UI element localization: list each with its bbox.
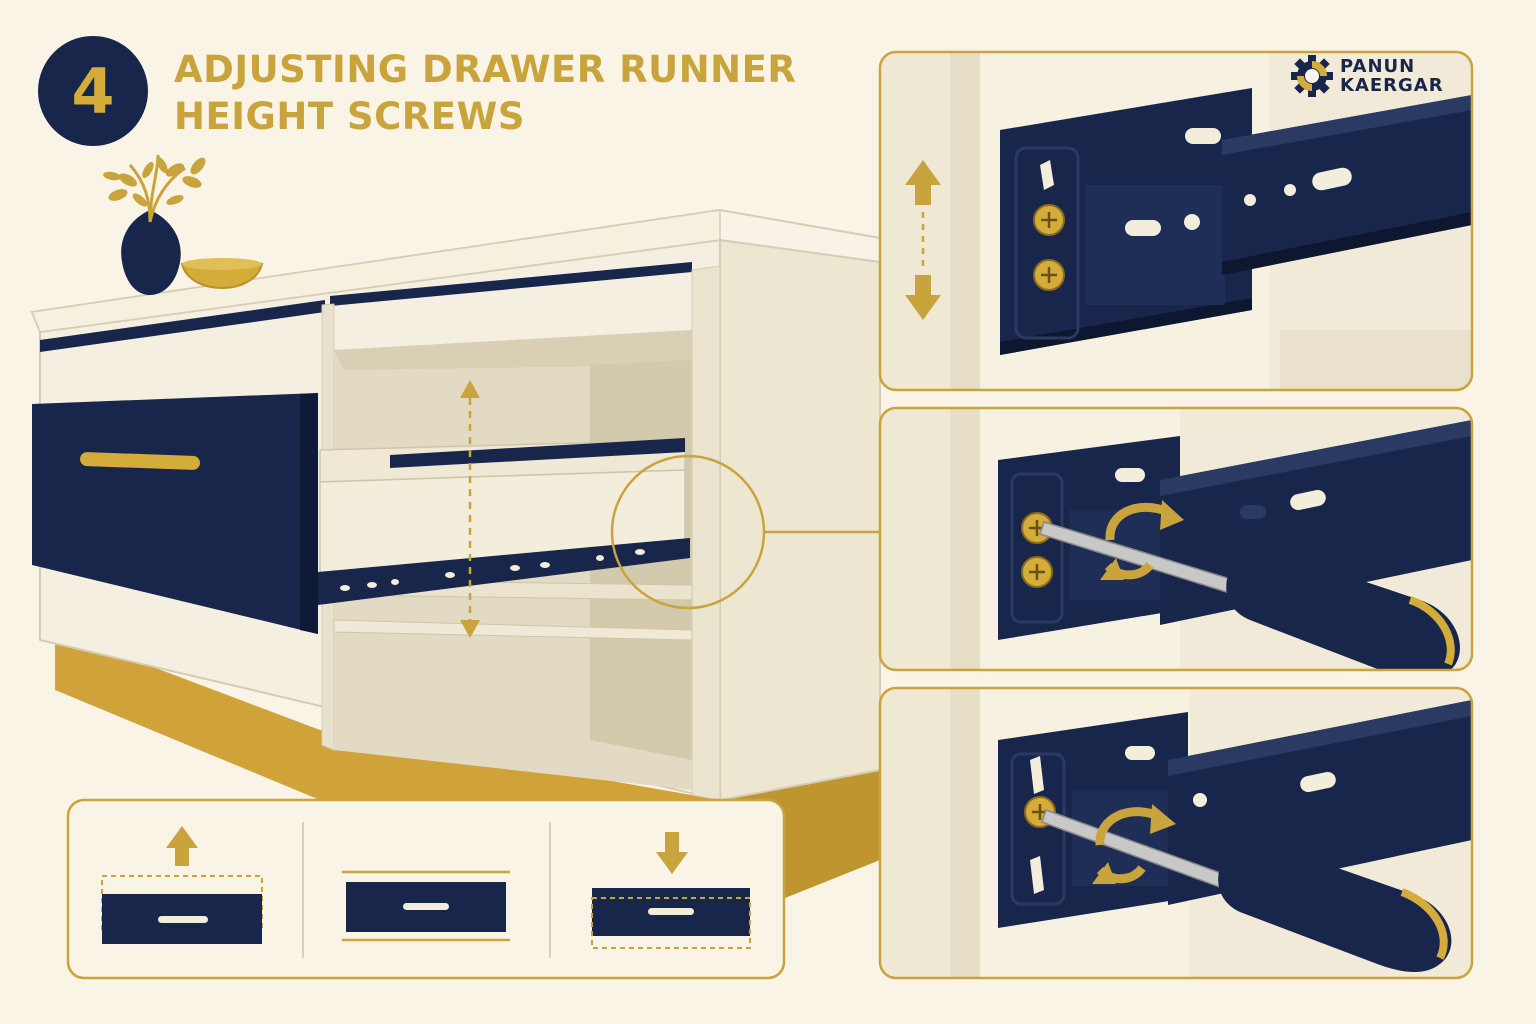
drawer-handle — [80, 452, 200, 470]
brand-name: PANUN KAERGAR — [1340, 57, 1444, 95]
bowl — [180, 263, 264, 290]
step-number: 4 — [71, 54, 115, 128]
title-line-2: HEIGHT SCREWS — [174, 95, 525, 138]
brand-line-2: KAERGAR — [1340, 75, 1444, 96]
detail-turn-lower-screw — [880, 688, 1472, 978]
lower-runner — [318, 538, 690, 605]
screwdriver-handle — [1226, 554, 1460, 670]
gear-icon — [1291, 55, 1333, 97]
cabinet-plinth-front — [55, 630, 320, 800]
upper-runner — [390, 438, 685, 468]
drawer-raised — [101, 826, 263, 944]
page-title: ADJUSTING DRAWER RUNNER HEIGHT SCREWS — [174, 46, 796, 140]
brand-line-1: PANUN — [1340, 56, 1416, 77]
vase — [121, 210, 181, 295]
title-line-1: ADJUSTING DRAWER RUNNER — [174, 48, 797, 91]
step-badge: 4 — [38, 36, 148, 146]
detail-height-range — [880, 52, 1472, 390]
detail-turn-upper-screw — [880, 408, 1472, 670]
arrow-up-icon — [166, 826, 198, 866]
up-down-arrows-icon — [905, 160, 941, 320]
drawer-level — [342, 870, 510, 942]
brand-logo: PANUN KAERGAR — [1290, 54, 1444, 98]
arrow-down-icon — [656, 832, 688, 874]
drawer-lowered — [591, 832, 751, 949]
